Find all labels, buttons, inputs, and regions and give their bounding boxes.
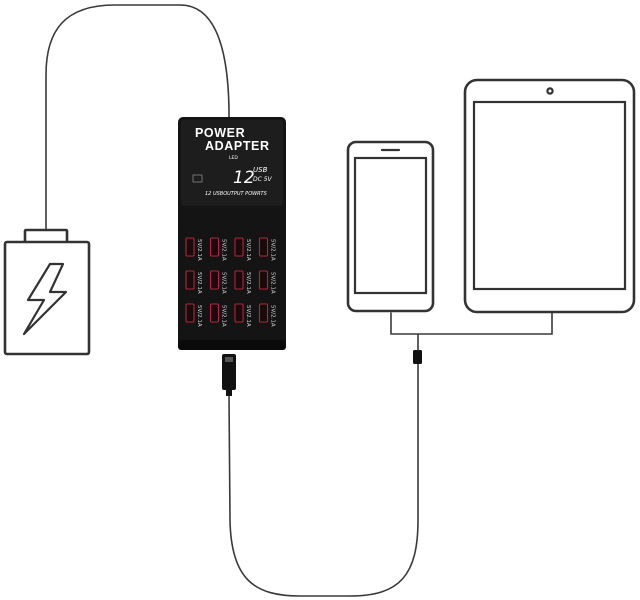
usb-port (234, 237, 244, 257)
usb-port (185, 237, 195, 257)
usb-port (258, 303, 269, 323)
usb-port-label: 5V/2.1A (270, 272, 276, 294)
usb-port-label: 5V/2.1A (221, 272, 227, 294)
usb-port-label: 5V/2.1A (196, 305, 202, 327)
cable-splitter (413, 350, 422, 364)
tablet-outline-icon (463, 78, 636, 314)
usb-port (185, 270, 195, 290)
usb-port-label: 5V/2.1A (221, 239, 227, 261)
display-digits: 12 (233, 168, 255, 188)
usb-port (234, 270, 244, 290)
display-unit-bottom: DC 5V (253, 176, 273, 183)
ports-caption: 12 USBOUTPUT POWRTS (205, 191, 268, 197)
usb-port (258, 237, 269, 257)
power-cable (45, 4, 230, 231)
usb-port-label: 5V/2.1A (270, 305, 276, 327)
smartphone-outline-icon (346, 140, 435, 313)
usb-port-label: 5V/2.1A (245, 272, 251, 294)
adapter-title-line2: ADAPTER (205, 139, 270, 153)
adapter-bottom-edge (178, 340, 286, 350)
battery-bolt-icon (3, 228, 91, 356)
led-indicator (192, 174, 203, 183)
usb-port-label: 5V/2.1A (196, 239, 202, 261)
usb-port (234, 303, 244, 323)
usb-power-adapter: POWER ADAPTER LED 12 USB DC 5V 12 USBOUT… (178, 117, 286, 350)
battery-body (3, 240, 91, 356)
lightning-bolt-icon (22, 262, 68, 336)
usb-port-label: 5V/2.1A (245, 239, 251, 261)
usb-port (209, 270, 220, 290)
usb-port (209, 237, 220, 257)
usb-port-grid: 5V/2.1A 5V/2.1A 5V/2.1A 5V/2.1A 5V/2.1A 5V/2.… (185, 237, 276, 327)
cable-branches (390, 311, 553, 351)
usb-port (209, 303, 220, 323)
usb-port-label: 5V/2.1A (245, 305, 251, 327)
display-unit-top: USB (253, 166, 268, 174)
usb-cable (228, 361, 419, 597)
usb-a-plug-icon (222, 354, 236, 396)
usb-port-label: 5V/2.1A (221, 305, 227, 327)
usb-port-label: 5V/2.1A (196, 272, 202, 294)
usb-port (185, 303, 195, 323)
adapter-top-panel (181, 120, 283, 206)
adapter-title-line1: POWER (195, 126, 245, 140)
led-label: LED (229, 155, 238, 161)
usb-port-label: 5V/2.1A (270, 239, 276, 261)
usb-port (258, 270, 269, 290)
